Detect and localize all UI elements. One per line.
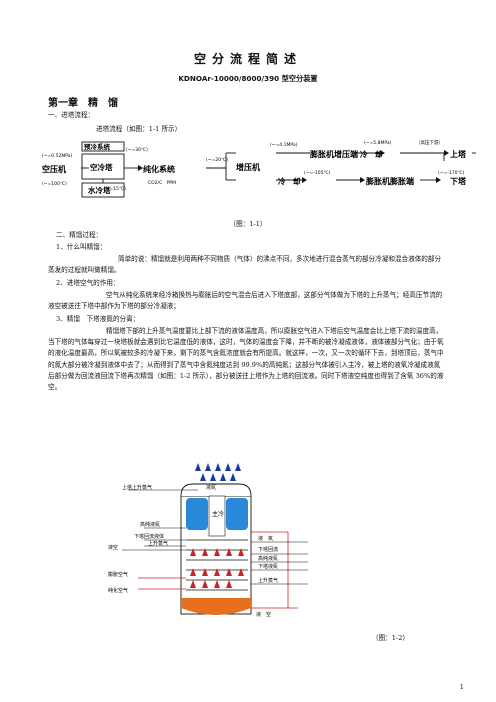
fig2-upper-vapor: 上塔上升蒸气 <box>122 484 152 491</box>
label-upper-column: 上塔 <box>450 149 467 159</box>
answer-2: 空气从纯化系统来经冷箱换热与膨胀后的空气混合后进入下塔底部，这部分气体做为下塔的… <box>48 291 443 311</box>
question-3: 3、精馏 下塔液氮的分离： <box>56 315 140 323</box>
fig2-r-reflux: 下塔回流 <box>258 546 278 553</box>
label-co2: CO2/C PPM <box>148 180 176 186</box>
fig2-lower-reflux: 下塔回流液体 <box>134 533 164 540</box>
page-number: 1 <box>459 683 464 691</box>
main-cooler-label: 主冷 <box>212 510 224 518</box>
label-p3: (~=5.8MPa) <box>364 140 392 146</box>
label-t3: (~=15℃) <box>104 186 126 192</box>
label-t2: (~=30℃) <box>126 147 148 153</box>
answer-3: 精馏塔下部的上升蒸气温度要比上部下流的液体温度高，所以膨胀空气进入下塔后空气温度… <box>48 327 444 392</box>
label-precool: 预冷系统 <box>84 142 111 151</box>
question-2: 2、进塔空气的作用： <box>56 279 120 287</box>
label-lower-column: 下塔 <box>450 176 467 186</box>
label-purify: 纯化系统 <box>143 164 175 174</box>
figure-1-2-caption: （图：1-2） <box>372 634 409 642</box>
fig2-r-pureln: 高纯液氮 <box>258 555 278 562</box>
label-p1: (~=0.52MPa) <box>42 153 72 159</box>
label-exp-boost: 膨胀机增压端 <box>309 149 358 159</box>
label-p2: (~=4.1MPa) <box>270 142 298 148</box>
box-precool <box>81 141 125 152</box>
label-cooler-1: 冷 却 <box>360 149 383 159</box>
section-1-subheading: 进塔流程（如图：1-1 所示） <box>96 125 182 133</box>
label-exp-brake: 膨胀机膨胀端 <box>365 176 414 186</box>
label-aircool: 空冷塔 <box>90 162 113 172</box>
label-hp: （高压下游） <box>416 139 443 146</box>
label-compressor: 空压机 <box>42 164 66 174</box>
label-booster: 增压机 <box>236 162 260 172</box>
fig2-r-upv: 上升蒸气 <box>258 577 278 584</box>
fig2-r-ln: 液 氧 <box>258 535 273 542</box>
section-2-heading: 二、精馏过程： <box>56 231 103 239</box>
figure-1-2: 主冷 上塔上升蒸气 液氮 高纯液氮 下塔回流液体 上升蒸气 液 <box>108 463 308 618</box>
label-t6: (~=-170℃) <box>438 170 465 176</box>
fig2-pure-ln2: 高纯液氮 <box>140 521 160 528</box>
fig2-lair: 液空 <box>108 544 118 551</box>
answer-1: 简单的说：精馏就是利用两种不同物质（气体）的沸点不同，多次地进行混合蒸气的部分冷… <box>48 255 442 275</box>
fig2-ln2: 液氮 <box>206 484 216 491</box>
label-cooler-2: 冷 却 <box>278 176 301 186</box>
subtitle: KDNOAr-10000/8000/390 型空分装置 <box>178 74 318 83</box>
question-1: 1、什么叫精馏： <box>56 243 107 251</box>
fig2-r-lower: 下塔液氮 <box>258 563 278 570</box>
label-t1: (~=100℃) <box>42 181 67 187</box>
label-t4: (~=20℃) <box>206 157 228 163</box>
fig2-exp-air: 膨胀空气 <box>108 571 128 578</box>
page-title: 空分流程简述 <box>193 52 302 66</box>
section-1-heading: 一、进塔流程： <box>48 111 95 119</box>
figure-1-1: 预冷系统 空冷塔 水冷塔 空压机 纯化系统 增压机 膨胀机增压端 冷 却 冷 却… <box>42 139 476 198</box>
figure-1-1-caption: （图：1-1） <box>229 220 267 228</box>
label-watercool: 水冷塔 <box>88 185 111 195</box>
label-t5: (~=-105℃) <box>304 170 331 176</box>
fig2-pure-air: 纯化空气 <box>108 587 128 594</box>
fig2-up-vapor: 上升蒸气 <box>148 540 168 547</box>
chapter-heading: 第一章 精 馏 <box>48 98 118 109</box>
fig2-r-lair: 液 空 <box>256 611 271 618</box>
